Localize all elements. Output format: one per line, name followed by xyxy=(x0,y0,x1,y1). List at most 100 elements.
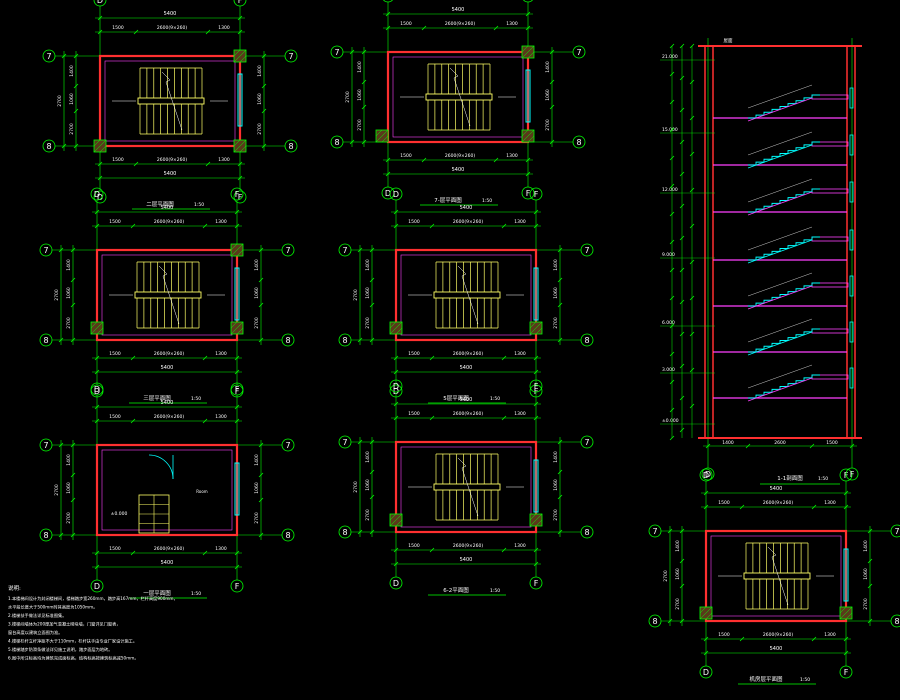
axis-bubble-d-top-label: D xyxy=(393,382,399,391)
dim-tick xyxy=(557,529,563,535)
dim-tick xyxy=(58,442,64,448)
axis-bubble-f-bottom xyxy=(230,579,244,593)
dim-tick xyxy=(557,494,563,500)
dim-tick xyxy=(130,550,136,556)
dim-side-right-1: 1400 xyxy=(553,259,559,271)
dim-tick xyxy=(258,277,264,283)
dim-tick xyxy=(258,442,264,448)
section-level-label: 12.000 xyxy=(662,187,678,193)
dim-tick xyxy=(867,558,873,564)
inner-wall-line xyxy=(101,449,233,531)
dim-tick xyxy=(393,209,399,215)
axis-bubble-d-top-label: D xyxy=(94,190,100,199)
column-hatch xyxy=(527,51,535,59)
dim-side-right-1: 1400 xyxy=(254,454,260,466)
axis-bubble-f-bottom xyxy=(839,665,853,679)
dim-chain-bottom-1: 1500 xyxy=(109,546,121,552)
section-level-label: 21.000 xyxy=(662,54,678,60)
axis-bubble-8-left xyxy=(338,333,352,347)
dim-overall-bottom: 5400 xyxy=(460,365,473,371)
dim-tick xyxy=(393,223,399,229)
axis-bubble-7-right-label: 7 xyxy=(584,246,589,255)
dim-tick xyxy=(237,15,243,21)
dim-tick xyxy=(679,331,685,337)
axis-bubble-f-top-label: F xyxy=(235,385,240,394)
stair-handrail xyxy=(433,291,501,299)
dim-tick xyxy=(669,155,675,161)
axis-bubble-8-right xyxy=(281,528,295,542)
dim-side-right-3: 2700 xyxy=(553,509,559,521)
section-handrail xyxy=(747,364,813,389)
axis-bubble-7-right-label: 7 xyxy=(288,52,293,61)
axis-bubble-7-left xyxy=(338,435,352,449)
general-notes: 说明:1.本楼梯间设计为封闭楼梯间，楼梯踏步宽260mm，踏步高167mm，栏杆… xyxy=(8,584,178,662)
dim-tick xyxy=(357,337,363,343)
section-level-label: ±0.000 xyxy=(662,418,679,424)
axis-bubble-d-top xyxy=(383,0,393,3)
dim-tick xyxy=(525,25,531,31)
dim-tick xyxy=(94,418,100,424)
section-window xyxy=(849,87,854,109)
axis-bubble-8-right-label: 8 xyxy=(285,531,290,540)
dim-tick xyxy=(867,583,873,589)
axis-bubble-7-left xyxy=(330,45,344,59)
dim-tick xyxy=(679,139,685,145)
dim-side-left-2: 1060 xyxy=(66,287,72,299)
axis-bubble-7-left-label: 7 xyxy=(652,527,657,536)
axis-bubble-d-bottom-label: D xyxy=(703,668,709,677)
dim-tick xyxy=(73,143,79,149)
axis-bubble-f-bottom-label: F xyxy=(534,387,539,396)
dim-tick xyxy=(58,247,64,253)
axis-bubble-8-left xyxy=(338,525,352,539)
dim-tick xyxy=(501,355,507,361)
dim-tick xyxy=(205,29,211,35)
column-hatch xyxy=(389,513,403,527)
dim-side-right-1: 1400 xyxy=(545,61,551,73)
dim-chain-bottom-1: 1500 xyxy=(408,543,420,549)
dim-tick xyxy=(689,223,695,229)
axis-bubble-7-left-label: 7 xyxy=(46,52,51,61)
dim-side-left-1: 1400 xyxy=(365,451,371,463)
axis-bubble-f-bottom xyxy=(521,186,535,200)
axis-bubble-8-right-label: 8 xyxy=(576,138,581,147)
dim-tick xyxy=(533,223,539,229)
notes-line: 3.楼梯间墙体为200厚加气混凝土砌块墙，门窗详见门窗表， xyxy=(8,621,121,628)
axis-bubble-7-right-label: 7 xyxy=(894,527,899,536)
dim-tick xyxy=(261,83,267,89)
dim-tick xyxy=(421,25,427,31)
dim-chain-bottom-3: 1300 xyxy=(506,153,518,159)
dim-tick xyxy=(669,379,675,385)
axis-bubble-7-right xyxy=(281,243,295,257)
dim-chain-top-1: 1500 xyxy=(408,219,420,225)
dim-chain-bottom-1: 1500 xyxy=(408,351,420,357)
section-landing xyxy=(811,188,849,194)
dim-side-left-1: 1400 xyxy=(66,454,72,466)
dim-tick xyxy=(809,443,815,449)
section-axis-bubble-f xyxy=(845,467,859,481)
axis-bubble-f-top-label: F xyxy=(534,382,539,391)
plan-title: 三层平面图 xyxy=(143,394,171,402)
notes-line: 窗台高度以建筑立面图为准。 xyxy=(8,629,62,636)
axis-bubble-7-right xyxy=(580,243,594,257)
dim-tick xyxy=(58,532,64,538)
dim-chain-top-3: 1300 xyxy=(514,411,526,417)
dim-tick xyxy=(234,355,240,361)
section-level-label: 9.000 xyxy=(662,252,675,258)
inner-wall-line xyxy=(710,535,842,617)
column-hatch xyxy=(529,513,543,527)
dim-tick xyxy=(234,404,240,410)
notes-line: 2.楼梯扶手做法详见标准图集。 xyxy=(8,612,66,619)
plan-title: 6-2平面图 xyxy=(443,586,469,594)
column-hatch xyxy=(839,606,853,620)
dim-tick xyxy=(258,472,264,478)
column-hatch xyxy=(90,321,104,335)
dim-overall-bottom: 5400 xyxy=(164,171,177,177)
dim-tick xyxy=(361,49,367,55)
dim-side-left-2: 1060 xyxy=(365,479,371,491)
axis-bubble-d-bottom-label: D xyxy=(393,387,399,396)
dim-chain-top-1: 1500 xyxy=(109,414,121,420)
dim-side-right-2: 1060 xyxy=(257,93,263,105)
column-hatch xyxy=(521,129,529,137)
